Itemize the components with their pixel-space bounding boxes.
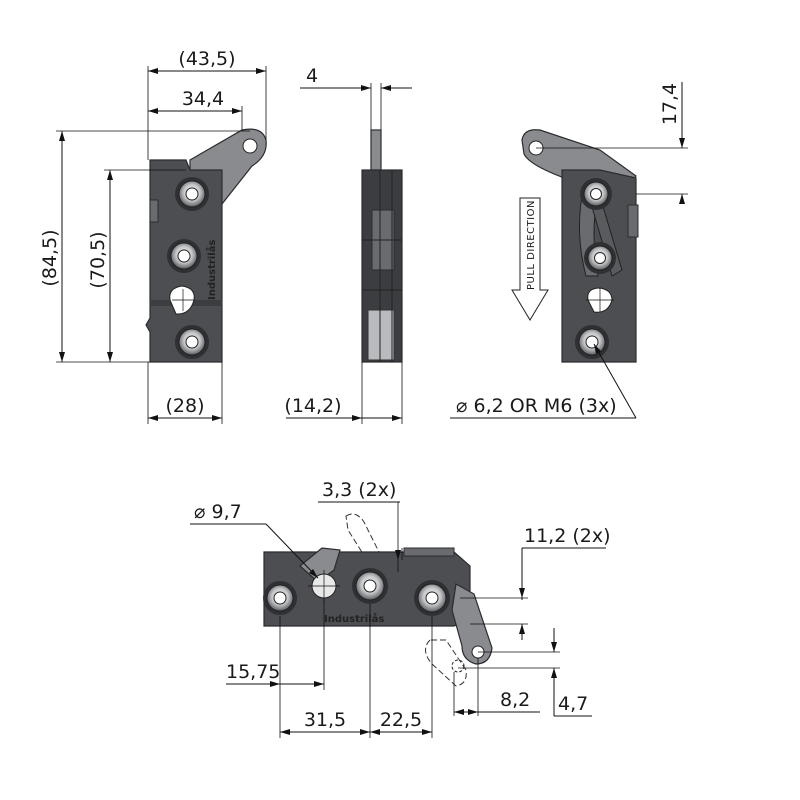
dim-back-hole-spec: ⌀ 6,2 OR M6 (3x) <box>456 395 617 417</box>
pull-direction-arrow <box>511 197 549 321</box>
dim-bottom-spacing-a: 31,5 <box>304 709 346 731</box>
back-bushing-bottom <box>575 325 609 359</box>
front-brand-label: Industrilås <box>205 240 218 300</box>
back-bushing-top <box>580 178 612 210</box>
dim-front-total-height: (84,5) <box>39 229 61 286</box>
dim-bottom-bore: ⌀ 9,7 <box>194 501 242 523</box>
bottom-brand-label: Industrilås <box>324 612 384 625</box>
front-bushing-top <box>175 177 209 211</box>
dim-bottom-offset-c: 4,7 <box>558 693 588 715</box>
dim-side-depth: (14,2) <box>284 395 341 417</box>
dim-front-body-width: (28) <box>165 395 204 417</box>
front-bushing-bottom <box>175 325 209 359</box>
bottom-bushing-middle <box>352 568 388 604</box>
dim-side-thickness: 4 <box>306 65 318 87</box>
side-view: 4 (14,2) <box>284 65 412 424</box>
dim-bottom-offset-a: 15,75 <box>226 661 280 683</box>
bottom-bore <box>308 570 340 602</box>
pull-direction-label: PULL DIRECTION <box>526 200 537 290</box>
dim-bottom-offset-b: 8,2 <box>500 689 530 711</box>
bottom-view: Industrilås ⌀ 9,7 3,3 (2x) 11,2 (2x) 4,7 <box>190 479 611 738</box>
front-view: Industrilås (43,5) 34,4 (84,5) (70,5) <box>39 48 267 424</box>
dim-bottom-spacing-b: 22,5 <box>380 709 422 731</box>
bottom-bushing-left <box>263 581 297 615</box>
bottom-bushing-right <box>414 580 450 616</box>
dim-front-pivot-width: 34,4 <box>182 88 224 110</box>
dim-bottom-slot: 3,3 (2x) <box>322 479 396 501</box>
back-bushing-middle <box>584 242 616 274</box>
dim-front-total-width: (43,5) <box>178 48 235 70</box>
front-bushing-middle <box>167 239 201 273</box>
dim-back-lever-offset: 17,4 <box>659 83 681 125</box>
dim-front-mount-height: (70,5) <box>87 231 109 288</box>
back-view: PULL DIRECTION <box>450 82 688 419</box>
dim-bottom-lever-offset: 11,2 (2x) <box>524 525 611 547</box>
